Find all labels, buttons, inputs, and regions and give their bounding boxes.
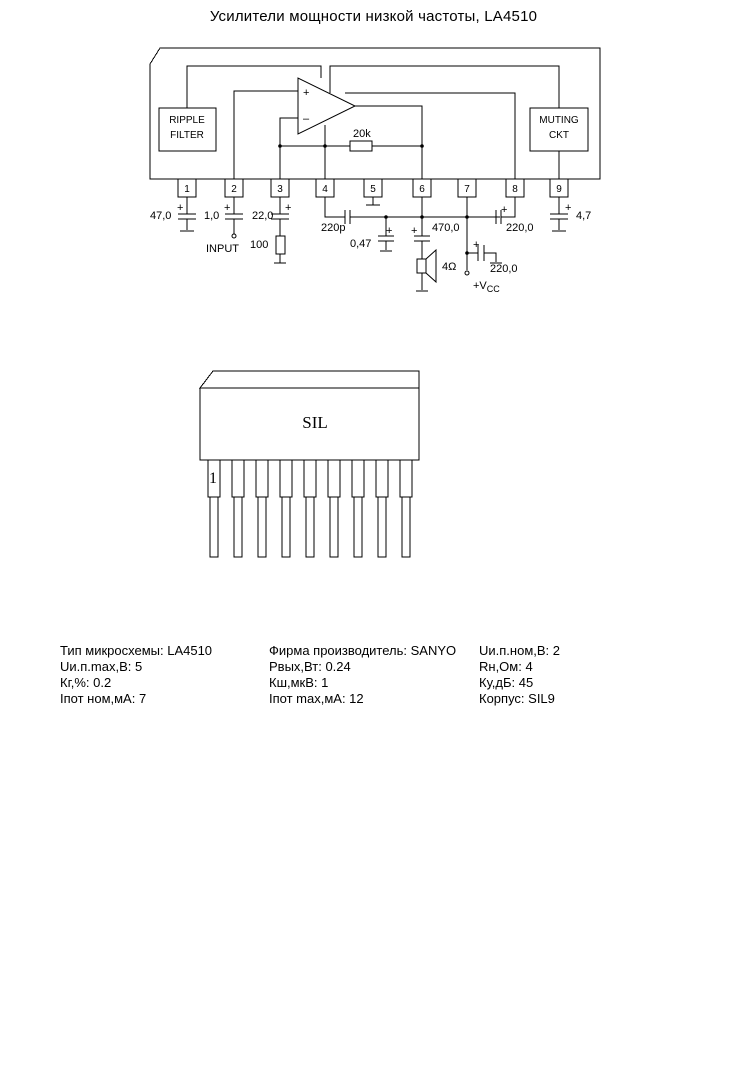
ripple-filter-label-1: RIPPLE [169,115,205,126]
spec-output-power: Рвых,Вт: 0.24 [269,659,351,674]
wire-out-pin6 [355,105,423,179]
ripple-filter-label-2: FILTER [170,130,204,141]
resistor-pin3-value: 100 [250,239,268,251]
pin-label-6: 6 [419,184,425,195]
opamp-triangle [297,77,357,135]
feedback-resistor [349,140,373,152]
cap-pin3-plus: + [285,202,291,214]
ic-outline [149,47,601,180]
cap-pin8-plus: + [501,204,507,216]
spec-load: Rн,Ом: 4 [479,659,533,674]
cap-vcc-value: 220,0 [490,263,518,275]
cap-pin9-plus: + [565,202,571,214]
cap-pin9-value: 4,7 [576,210,591,222]
cap-047-plus: + [386,225,392,237]
specs-column-3: Uи.п.ном,В: 2 Rн,Ом: 4 Ку,дБ: 45 Корпус:… [479,643,560,707]
muting-label-1: MUTING [539,115,579,126]
pin-label-4: 4 [322,184,328,195]
pin-label-1: 1 [184,184,190,195]
spec-thd: Кг,%: 0.2 [60,675,112,690]
spec-manufacturer: Фирма производитель: SANYO [269,643,457,658]
pin-label-3: 3 [277,184,283,195]
spec-current-nom: Iпот ном,мА: 7 [60,691,147,706]
speaker-value: 4Ω [442,261,456,273]
pin-label-8: 8 [512,184,518,195]
package-label: SIL [302,413,328,432]
cap-pin1-plus: + [177,202,183,214]
wire-pin8-top [345,92,516,179]
wire-pin2-plus [233,90,298,179]
spec-chip-type: Тип микросхемы: LA4510 [60,643,213,658]
pin-label-5: 5 [370,184,376,195]
spec-supply-max: Uи.п.max,В: 5 [60,659,143,674]
input-label: INPUT [206,243,239,255]
cap-047-value: 0,47 [350,238,371,250]
cap-vcc-plus: + [473,239,479,251]
specs-column-2: Фирма производитель: SANYO Рвых,Вт: 0.24… [269,643,456,707]
cap-470-value: 470,0 [432,222,460,234]
pin-label-2: 2 [231,184,237,195]
cap-pin8-value: 220,0 [506,222,534,234]
vcc-label: +VCC [473,280,500,294]
wire-pin9-top [329,65,560,108]
feedback-resistor-label: 20k [353,128,371,140]
spec-current-max: Iпот max,мА: 12 [269,691,364,706]
spec-package: Корпус: SIL9 [479,691,555,706]
page-title: Усилители мощности низкой частоты, LA451… [209,8,538,25]
cap-470-plus: + [411,225,417,237]
spec-noise: Кш,мкВ: 1 [269,675,329,690]
opamp-minus-sign: – [303,113,310,125]
opamp-plus-sign: + [303,87,309,99]
cap-pin2-plus: + [224,202,230,214]
specs-column-1: Тип микросхемы: LA4510 Uи.п.max,В: 5 Кг,… [60,643,212,707]
pin-label-9: 9 [556,184,562,195]
spec-supply-nom: Uи.п.ном,В: 2 [479,643,560,658]
cap-220p-value: 220p [321,222,345,234]
wire-pin3-minus [279,117,298,179]
cap-pin2-value: 1,0 [204,210,219,222]
muting-label-2: CKT [549,130,569,141]
package-pin1-label: 1 [209,470,217,487]
pin-label-7: 7 [464,184,470,195]
cap-pin3-value: 22,0 [252,210,273,222]
wire-pin1-top [186,65,322,108]
spec-gain: Ку,дБ: 45 [479,675,534,690]
sil-package-drawing [198,370,420,558]
cap-pin1-value: 47,0 [150,210,171,222]
